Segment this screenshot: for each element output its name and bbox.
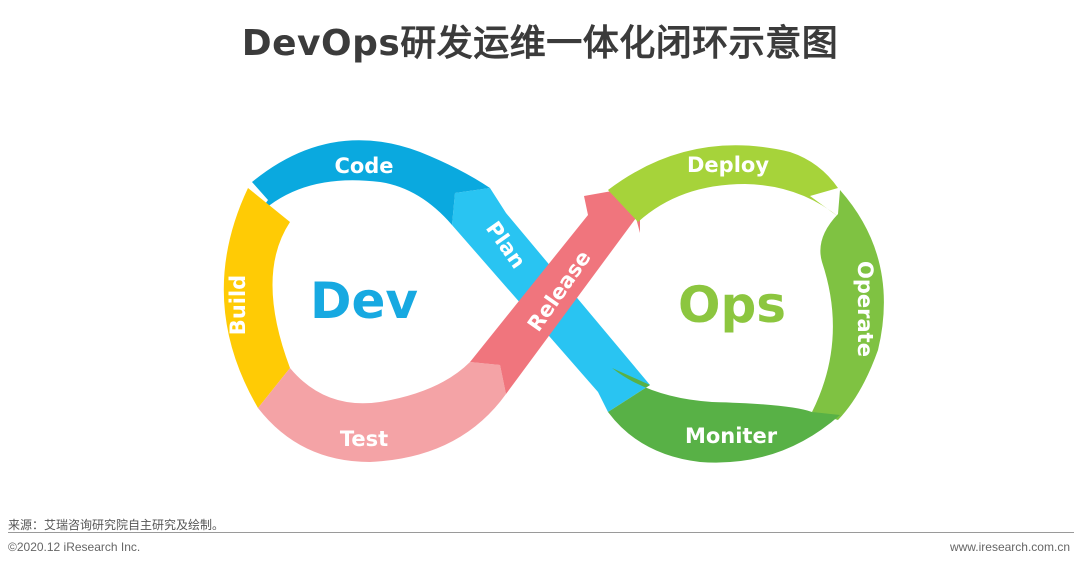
- operate-label: Operate: [853, 261, 877, 357]
- monitor-segment: [608, 368, 840, 463]
- build-label: Build: [226, 275, 250, 335]
- page-title: DevOps研发运维一体化闭环示意图: [241, 23, 839, 64]
- footer-divider: [8, 532, 1074, 533]
- release-segment: [470, 186, 640, 394]
- code-label: Code: [334, 154, 393, 178]
- build-segment: [223, 188, 290, 408]
- operate-segment: [812, 190, 884, 420]
- copyright-text: ©2020.12 iResearch Inc.: [8, 540, 141, 554]
- dev-center-label: Dev: [310, 272, 418, 330]
- source-note: 来源：艾瑞咨询研究院自主研究及绘制。: [8, 518, 225, 532]
- ops-center-label: Ops: [678, 276, 786, 334]
- test-label: Test: [340, 427, 388, 451]
- code-segment: [252, 140, 490, 225]
- deploy-label: Deploy: [687, 153, 769, 177]
- website-text: www.iresearch.com.cn: [949, 540, 1070, 554]
- monitor-label: Moniter: [685, 424, 778, 448]
- test-segment: [258, 362, 506, 462]
- deploy-segment: [608, 145, 840, 222]
